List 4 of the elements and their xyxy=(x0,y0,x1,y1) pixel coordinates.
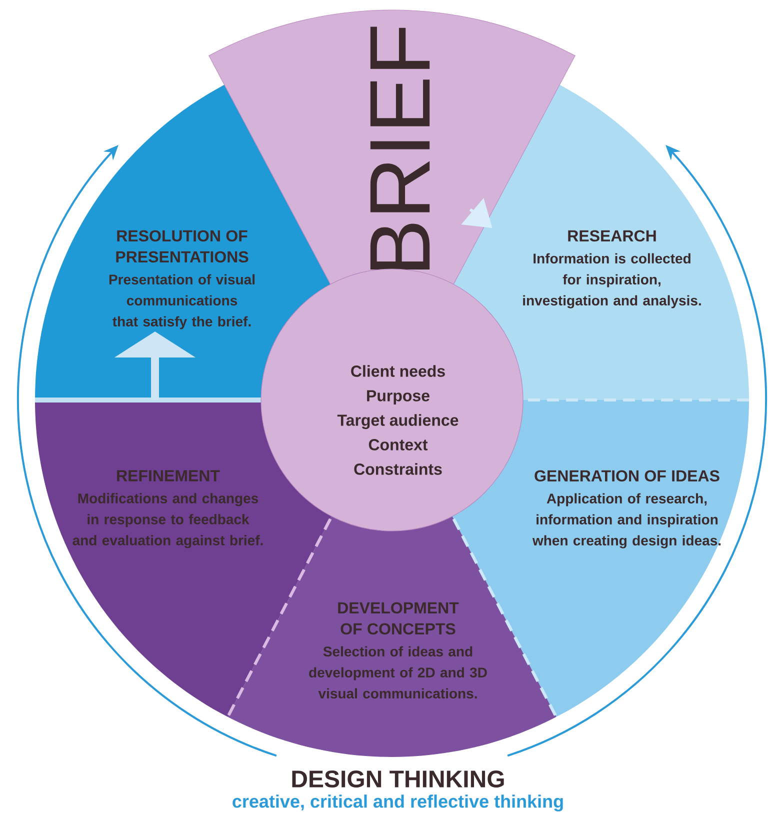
caption: creative, critical and reflective thinking xyxy=(232,794,563,812)
title: DESIGN THINKING xyxy=(292,770,504,788)
sector: RESEARCH Information is collected for inspiration, investigation and analysis. xyxy=(454,84,749,400)
sector: RESOLUTION OF PRESENTATIONS Presentation of visual communications that satisfy the brief. xyxy=(35,84,330,400)
